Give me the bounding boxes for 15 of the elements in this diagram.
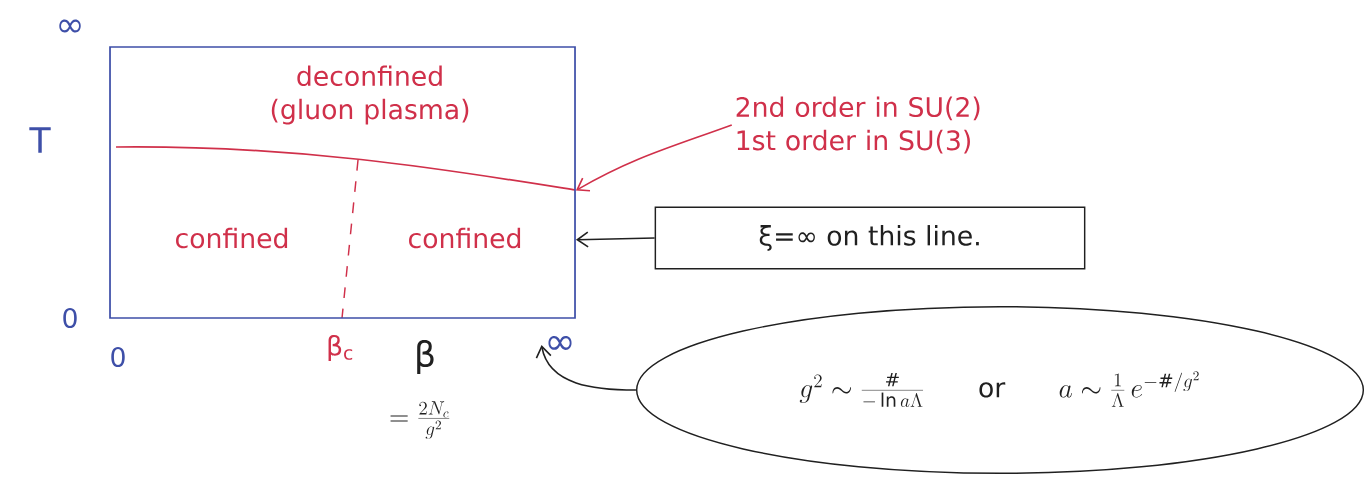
- region-label: confined: [409, 227, 521, 249]
- formula-label: $=\frac{2N_{c}}{g^{2}}$: [390, 401, 450, 439]
- arrow: [535, 345, 637, 391]
- annotation-text: 2nd order in SU(2) 1st order in SU(3): [736, 96, 980, 154]
- arrow: [575, 124, 733, 192]
- region-label: confined: [176, 227, 288, 249]
- axis-tick-label: 0: [63, 307, 77, 329]
- axis-tick-label: 0: [111, 346, 125, 368]
- phase-diagram-box: [109, 46, 576, 319]
- arrow: [575, 231, 656, 248]
- region-label: deconfined (gluon plasma): [271, 65, 469, 125]
- axis-tick-label: ∞: [548, 335, 572, 350]
- note-box: ξ=∞ on this line.: [654, 206, 1086, 270]
- axis-end-label: ∞: [59, 19, 81, 33]
- axis-label: T: [29, 127, 51, 153]
